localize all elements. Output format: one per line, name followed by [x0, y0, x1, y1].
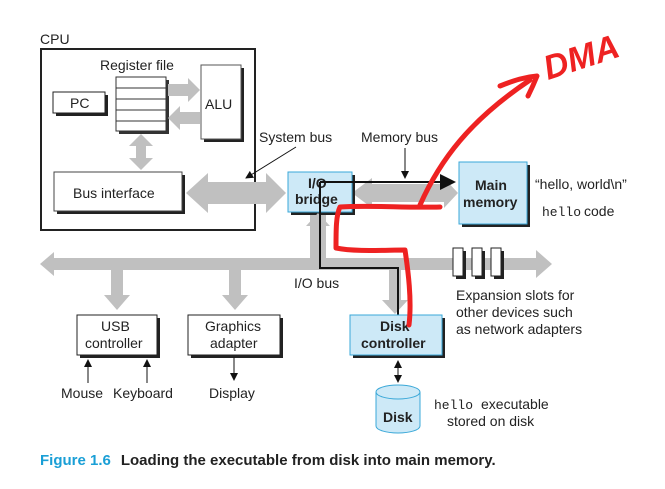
alu-to-regfile-arrow — [168, 106, 200, 130]
io-bridge-line2: bridge — [295, 191, 338, 207]
graphics-bus-arrow — [222, 270, 248, 310]
bridge-io-connector-head — [306, 213, 330, 226]
dma-arrowhead-stroke — [497, 73, 540, 99]
disk-controller-line1: Disk — [380, 318, 410, 334]
memory-bus-label: Memory bus — [361, 129, 438, 145]
cpu-label: CPU — [40, 31, 70, 47]
usb-line1: USB — [101, 318, 130, 334]
graphics-adapter: Graphics adapter — [187, 314, 283, 358]
usb-bus-arrow — [104, 270, 130, 310]
expansion-slots-line1: Expansion slots for — [456, 287, 575, 303]
register-file — [115, 76, 169, 134]
disk-bus-arrow — [382, 270, 408, 314]
memory-code-text: code — [584, 203, 615, 219]
regfile-bus-arrow — [129, 134, 153, 170]
figure-caption: Figure 1.6 Loading the executable from di… — [40, 452, 496, 469]
system-bus-pointer — [245, 146, 297, 179]
caption-text: Loading the executable from disk into ma… — [120, 452, 496, 469]
display-label: Display — [209, 385, 255, 401]
disk-note-line2: stored on disk — [447, 413, 535, 429]
alu-label: ALU — [205, 96, 232, 112]
disk-note-mono: hello — [434, 398, 473, 413]
graphics-line2: adapter — [210, 335, 258, 351]
bridge-io-connector — [310, 215, 326, 261]
alu: ALU — [200, 64, 244, 142]
expansion-slots-line3: as network adapters — [456, 321, 582, 337]
main-memory: Main memory — [458, 161, 530, 227]
disk-controller: Disk controller — [349, 314, 445, 358]
system-bus-arrow — [186, 173, 286, 213]
system-bus-label: System bus — [259, 129, 332, 145]
pc-label: PC — [70, 95, 89, 111]
io-bridge-line1: I/O — [308, 175, 327, 191]
main-memory-line2: memory — [463, 194, 518, 210]
figure-number: Figure 1.6 — [40, 452, 111, 469]
disk-controller-line2: controller — [361, 335, 426, 351]
bus-interface: Bus interface — [53, 171, 185, 214]
register-file-label: Register file — [100, 57, 174, 73]
dma-annotation — [333, 73, 540, 328]
dma-arrow-stroke — [417, 77, 533, 208]
keyboard-label: Keyboard — [113, 385, 173, 401]
dma-label: DMA — [539, 28, 624, 88]
io-bus-arrow — [40, 250, 552, 278]
memory-contents-string: “hello, world\n” — [535, 176, 627, 192]
mouse-label: Mouse — [61, 385, 103, 401]
data-path-line — [319, 182, 399, 320]
graphics-line1: Graphics — [205, 318, 261, 334]
bus-interface-label: Bus interface — [73, 185, 155, 201]
expansion-slots — [452, 247, 504, 279]
usb-line2: controller — [85, 335, 143, 351]
main-memory-line1: Main — [475, 177, 507, 193]
dma-path-stroke — [333, 203, 443, 328]
usb-controller: USB controller — [76, 314, 160, 358]
disk: Disk — [375, 384, 421, 434]
io-bus-label: I/O bus — [294, 275, 339, 291]
disk-note-rest: executable — [481, 396, 549, 412]
memory-code-mono: hello — [542, 205, 581, 220]
disk-label: Disk — [383, 409, 413, 425]
expansion-slots-line2: other devices such — [456, 304, 573, 320]
regfile-to-alu-arrow — [168, 78, 200, 102]
pc-register: PC — [52, 91, 108, 116]
